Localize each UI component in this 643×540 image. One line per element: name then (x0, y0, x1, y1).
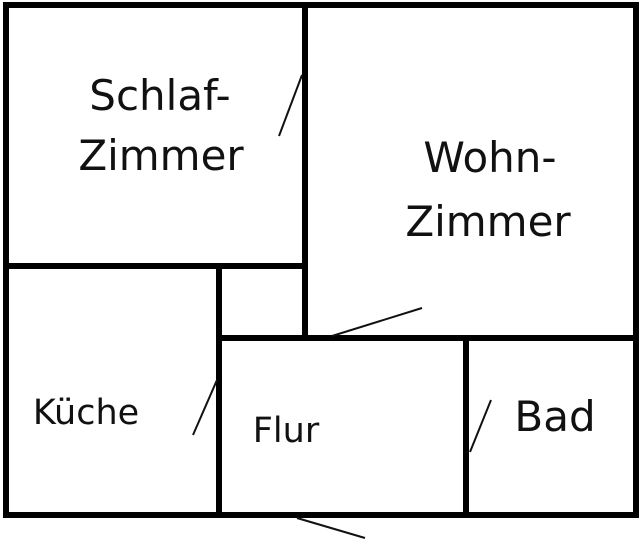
label-schlafzimmer-line1: Schlaf- (89, 71, 230, 120)
label-flur: Flur (253, 411, 320, 451)
door-wohnzimmer (331, 307, 423, 337)
door-bad (469, 399, 492, 453)
label-schlafzimmer-line2: Zimmer (78, 131, 244, 180)
label-kueche: Küche (33, 393, 139, 433)
door-entrance (296, 517, 366, 539)
door-kueche (192, 379, 218, 436)
door-schlafzimmer (278, 74, 303, 137)
label-wohnzimmer-line2: Zimmer (405, 197, 571, 246)
label-wohnzimmer-line1: Wohn- (423, 133, 556, 182)
label-bad: Bad (514, 392, 595, 441)
